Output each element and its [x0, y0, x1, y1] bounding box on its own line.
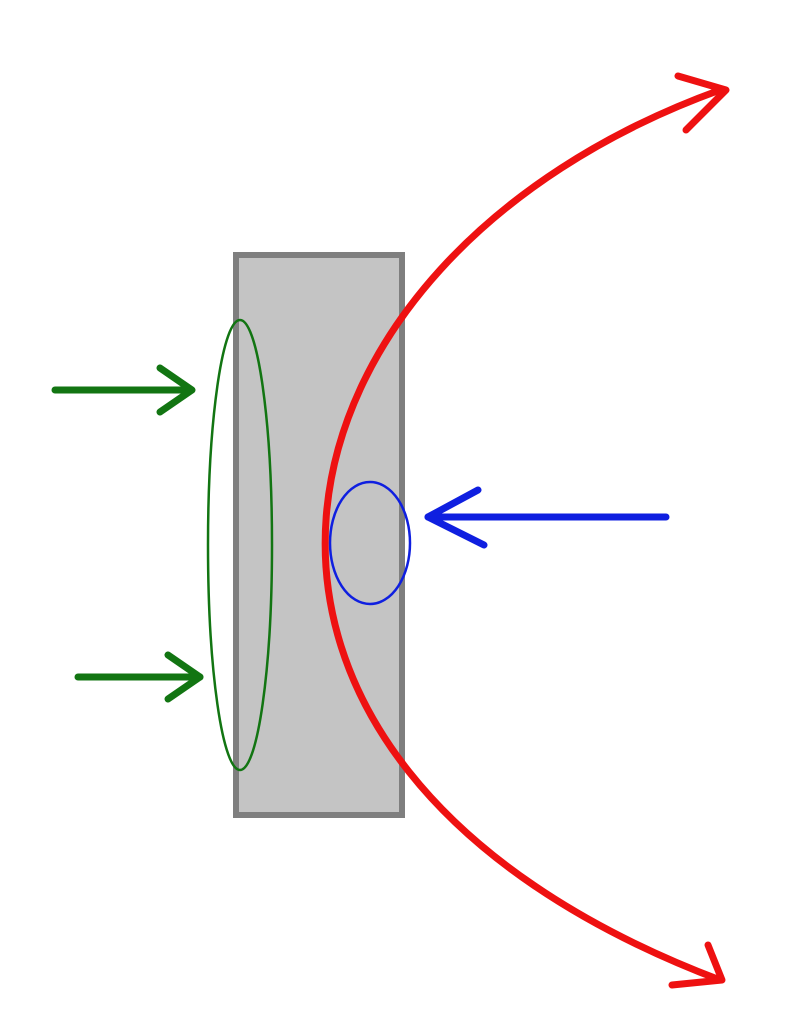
green-arrow-top [51, 364, 196, 416]
red-curve [321, 86, 724, 984]
red-arrow-bottom [668, 941, 726, 989]
green-arrow-bottom [74, 651, 204, 703]
blue-circle [328, 480, 412, 606]
green-ellipse [206, 318, 274, 772]
red-arrow-top [674, 72, 730, 134]
blue-arrow [424, 486, 670, 549]
